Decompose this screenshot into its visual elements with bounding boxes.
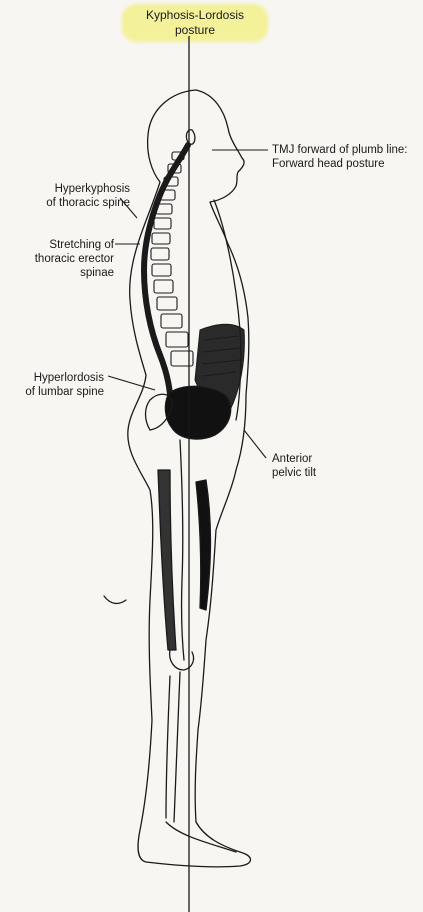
hyperkyphosis-line-1: Hyperkyphosis xyxy=(0,182,130,196)
tmj-label-line-1: TMJ forward of plumb line: xyxy=(272,143,423,157)
hand-hint xyxy=(104,596,126,603)
hyperkyphosis-line-2: of thoracic spine xyxy=(0,196,130,210)
title-line-2: posture xyxy=(120,23,270,38)
hyperkyphosis-label: Hyperkyphosis of thoracic spine xyxy=(0,182,130,210)
stretching-line-2: thoracic erector xyxy=(0,252,114,266)
hyperlordosis-line-2: of lumbar spine xyxy=(0,385,104,399)
stretching-line-1: Stretching of xyxy=(0,238,114,252)
pelvic-line-1: Anterior xyxy=(272,452,392,466)
stretching-label: Stretching of thoracic erector spinae xyxy=(0,238,114,280)
figure-title: Kyphosis-Lordosis posture xyxy=(120,8,270,38)
hyperlordosis-line-1: Hyperlordosis xyxy=(0,371,104,385)
tmj-label: TMJ forward of plumb line: Forward head … xyxy=(272,143,423,171)
anterior-pelvic-tilt-label: Anterior pelvic tilt xyxy=(272,452,392,480)
foot-bones xyxy=(166,822,236,852)
hyperlordosis-label: Hyperlordosis of lumbar spine xyxy=(0,371,104,399)
pelvis xyxy=(165,386,230,439)
stretching-line-3: spinae xyxy=(0,266,114,280)
tibia xyxy=(174,672,180,822)
hamstrings xyxy=(158,470,176,650)
quadriceps xyxy=(196,480,211,610)
tmj-label-line-2: Forward head posture xyxy=(272,157,423,171)
title-line-1: Kyphosis-Lordosis xyxy=(120,8,270,23)
pelvic-line-2: pelvic tilt xyxy=(272,466,392,480)
femur xyxy=(180,440,184,660)
vertebrae xyxy=(151,152,193,366)
hyperlordosis-leader xyxy=(108,376,155,390)
fibula xyxy=(166,676,170,818)
pelvic-leader xyxy=(244,430,266,458)
knee-joint xyxy=(170,650,194,670)
